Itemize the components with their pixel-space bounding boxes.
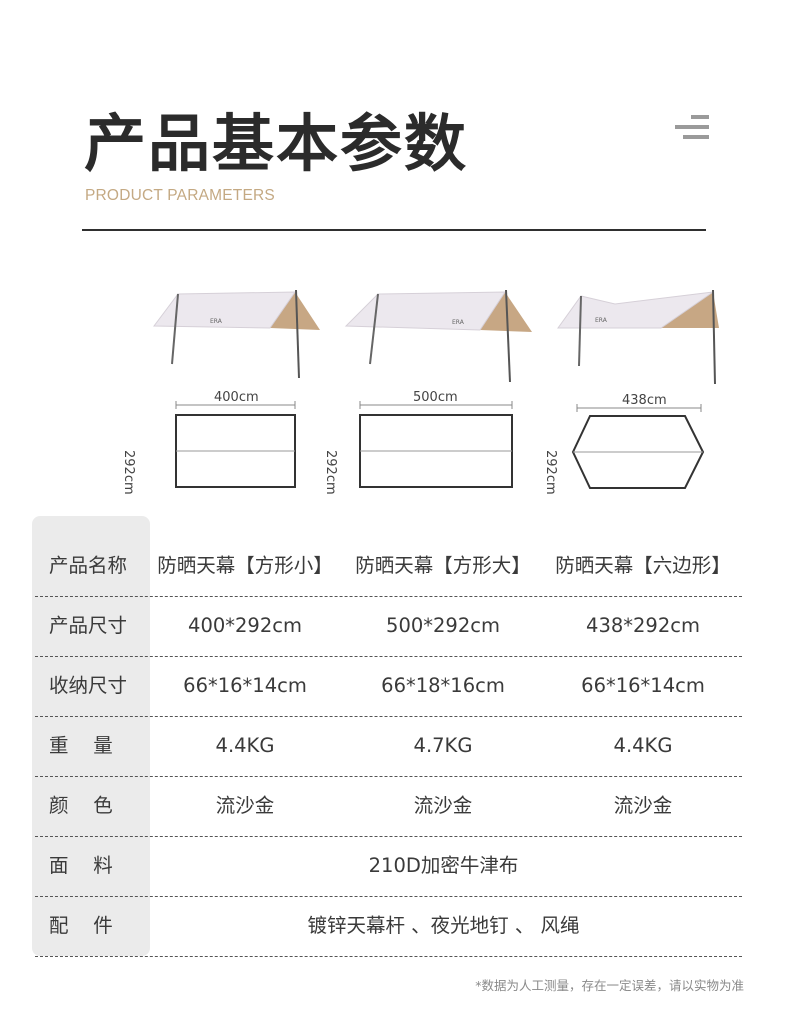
width-label: 400cm [214, 390, 259, 405]
svg-text:ERA: ERA [595, 317, 608, 324]
row-label: 收纳尺寸 [49, 674, 128, 697]
tent-illustration-square-large: ERA 500cm [344, 289, 532, 488]
width-label: 500cm [413, 390, 458, 405]
tent-illustration-hexagon: ERA 438cm [557, 289, 719, 489]
table-cell: 防晒天幕【方形大】 [355, 554, 531, 577]
height-label: 292cm [121, 450, 136, 495]
table-cell-merged: 210D加密牛津布 [368, 854, 519, 877]
header-divider [82, 229, 706, 231]
table-cell: 500*292cm [386, 614, 500, 637]
page-subtitle: PRODUCT PARAMETERS [85, 187, 275, 204]
menu-icon [675, 115, 709, 139]
tent-figure-hexagon: ERA 438cm 292cm [543, 278, 735, 495]
table-cell: 流沙金 [613, 794, 673, 817]
table-cell: 4.4KG [613, 734, 673, 757]
svg-text:ERA: ERA [452, 319, 465, 326]
table-cell: 防晒天幕【方形小】 [157, 554, 333, 577]
table-row-weight: 重 量 4.4KG 4.7KG 4.4KG [35, 716, 742, 777]
table-cell: 66*16*14cm [581, 674, 705, 697]
table-row-name: 产品名称 防晒天幕【方形小】 防晒天幕【方形大】 防晒天幕【六边形】 [35, 536, 742, 597]
row-label: 颜 色 [49, 794, 113, 817]
table-cell: 438*292cm [586, 614, 700, 637]
table-row-color: 颜 色 流沙金 流沙金 流沙金 [35, 776, 742, 837]
table-cell-merged: 镀锌天幕杆 、夜光地钉 、 风绳 [307, 914, 580, 937]
table-cell: 66*18*16cm [381, 674, 505, 697]
table-row-packed-size: 收纳尺寸 66*16*14cm 66*18*16cm 66*16*14cm [35, 656, 742, 717]
tent-figure-square-small: ERA 400cm 292cm [121, 278, 325, 495]
table-cell: 流沙金 [413, 794, 473, 817]
svg-text:ERA: ERA [210, 318, 223, 325]
width-label: 438cm [622, 393, 667, 408]
row-label: 面 料 [49, 854, 113, 877]
table-cell: 400*292cm [188, 614, 302, 637]
row-label: 重 量 [49, 734, 113, 757]
height-label: 292cm [323, 450, 338, 495]
row-label: 配 件 [49, 914, 113, 937]
tent-figure-square-large: ERA 500cm 292cm [323, 278, 540, 495]
table-cell: 4.7KG [413, 734, 473, 757]
table-cell: 66*16*14cm [183, 674, 307, 697]
table-row-accessories: 配 件 镀锌天幕杆 、夜光地钉 、 风绳 [35, 896, 742, 957]
table-cell: 防晒天幕【六边形】 [555, 554, 731, 577]
table-row-size: 产品尺寸 400*292cm 500*292cm 438*292cm [35, 596, 742, 657]
page-title: 产品基本参数 [84, 107, 469, 180]
table-row-fabric: 面 料 210D加密牛津布 [35, 836, 742, 897]
row-label: 产品名称 [49, 554, 128, 577]
table-cell: 流沙金 [215, 794, 275, 817]
height-label: 292cm [543, 450, 558, 495]
row-label: 产品尺寸 [49, 614, 128, 637]
table-cell: 4.4KG [215, 734, 275, 757]
footnote: *数据为人工测量，存在一定误差，请以实物为准 [475, 978, 744, 993]
label-column-background [32, 516, 150, 956]
tent-illustration-square-small: ERA 400cm [153, 289, 320, 488]
